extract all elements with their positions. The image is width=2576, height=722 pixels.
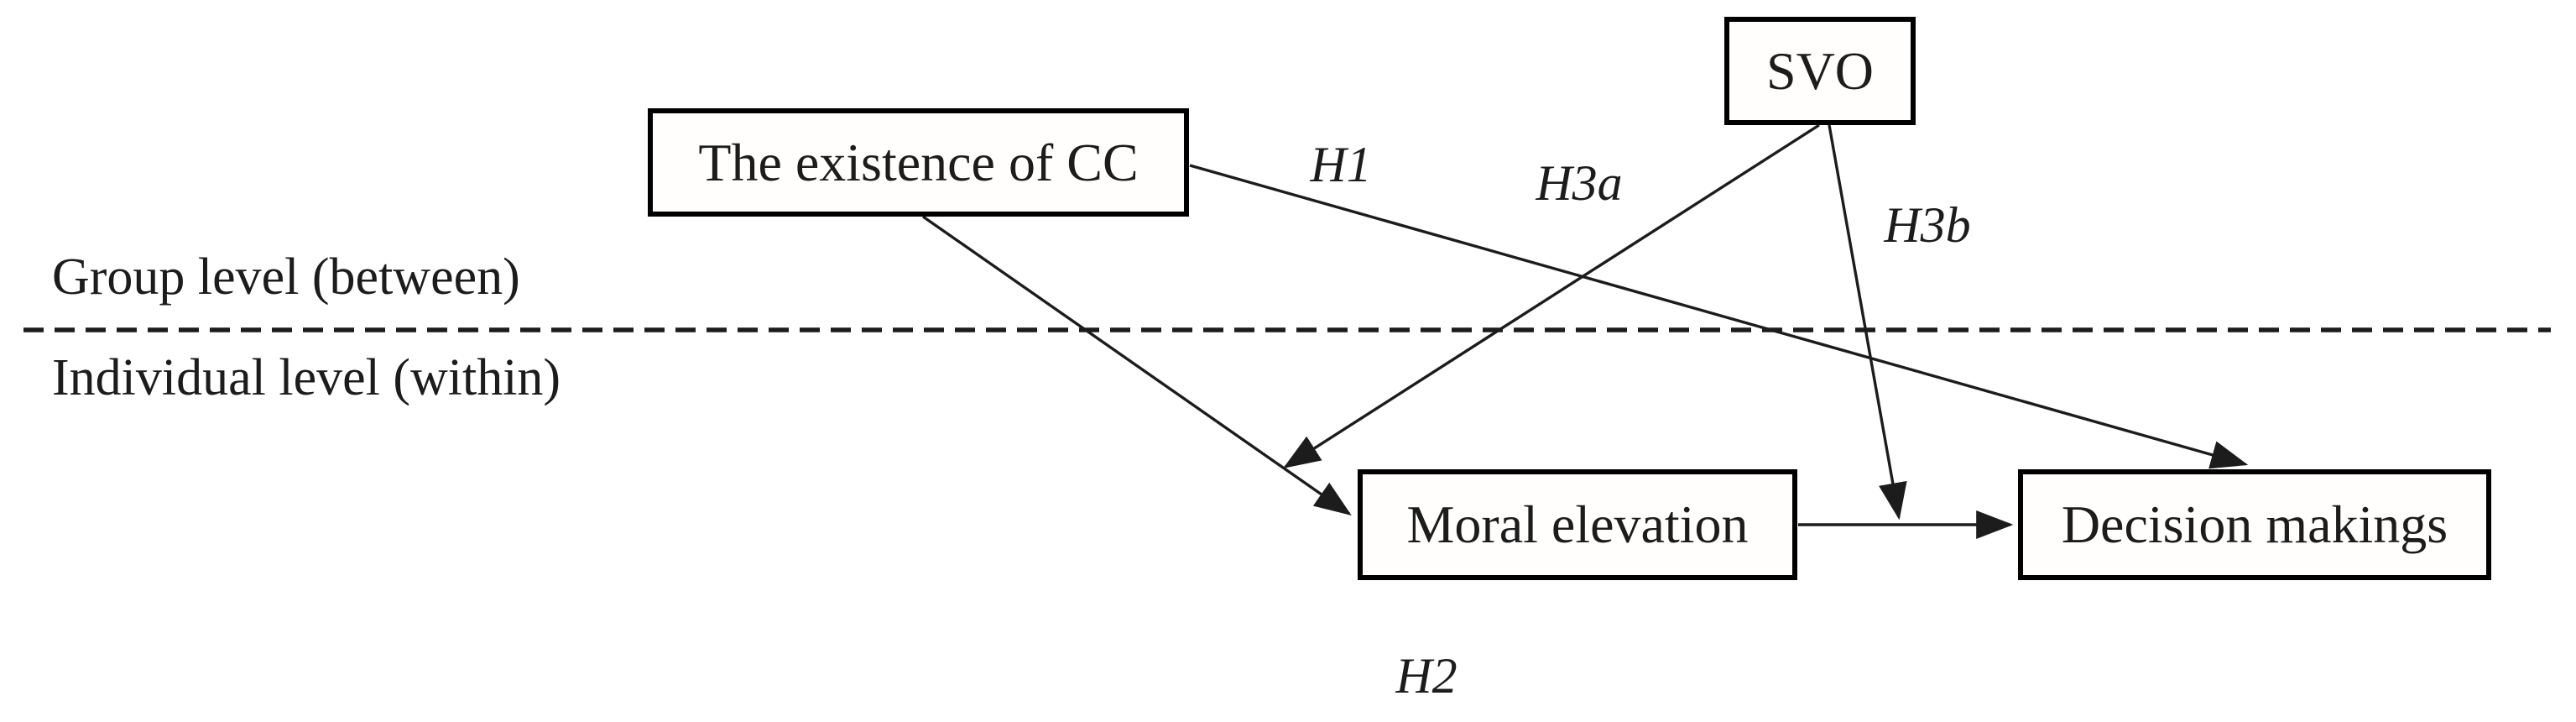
h2-arrow xyxy=(922,215,1352,515)
group-level-label: Group level (between) xyxy=(52,249,520,306)
svo-label: SVO xyxy=(1765,40,1875,101)
svo-box: SVO xyxy=(1724,17,1916,125)
h1-arrow xyxy=(1189,164,2249,469)
existence-of-cc-label: The existence of CC xyxy=(698,132,1139,192)
moral-elevation-label: Moral elevation xyxy=(1406,494,1749,554)
h3a-arrow xyxy=(1283,123,1820,468)
h3b-hypothesis-label: H3b xyxy=(1884,197,1971,253)
moral-elevation-box: Moral elevation xyxy=(1358,469,1797,580)
h3b-arrow xyxy=(1828,124,1907,521)
decision-makings-label: Decision makings xyxy=(2061,494,2448,554)
h2-hypothesis-label: H2 xyxy=(1395,648,1457,704)
decision-makings-box: Decision makings xyxy=(2018,469,2491,580)
h1-hypothesis-label: H1 xyxy=(1310,137,1372,192)
individual-level-label: Individual level (within) xyxy=(52,349,561,406)
h3a-hypothesis-label: H3a xyxy=(1536,155,1623,211)
existence-of-cc-box: The existence of CC xyxy=(648,108,1189,217)
